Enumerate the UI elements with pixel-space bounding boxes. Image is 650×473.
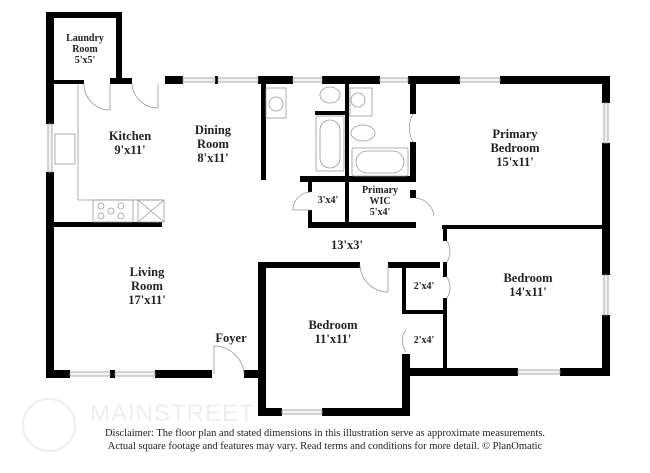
- room-name: Primary: [492, 127, 538, 141]
- room-dim: 13'x3': [331, 238, 363, 252]
- disclaimer-line: Disclaimer: The floor plan and stated di…: [104, 428, 546, 439]
- room-dim: 2'x4': [413, 335, 435, 346]
- room-name: Foyer: [215, 331, 247, 345]
- room-name: Room: [131, 279, 163, 293]
- room-dim: 9'x11': [114, 143, 146, 157]
- room-dim: 5'x4': [369, 207, 391, 218]
- room-name: Living: [129, 265, 165, 279]
- watermark-logo-icon: [22, 398, 76, 452]
- doors-and-fixtures: [54, 83, 451, 375]
- room-name: Laundry: [66, 33, 104, 44]
- room-name: Dining: [194, 123, 232, 137]
- room-dim: 2'x4': [413, 281, 435, 292]
- windows: [47, 77, 609, 415]
- room-foyer: Foyer: [215, 331, 246, 345]
- room-closet-hall: 3'x4': [318, 195, 339, 206]
- room-name: Bedroom: [503, 271, 553, 285]
- room-dim: 15'x11': [496, 155, 534, 169]
- disclaimer-line: Actual square footage and features may v…: [107, 441, 543, 452]
- room-closet-2: 2'x4': [414, 281, 435, 292]
- room-name: Primary: [361, 185, 399, 196]
- disclaimer: Disclaimer: The floor plan and stated di…: [0, 427, 650, 453]
- room-name: Kitchen: [108, 129, 152, 143]
- room-closet-3: 2'x4': [414, 335, 435, 346]
- room-name: Bedroom: [490, 141, 540, 155]
- room-dim: 14'x11': [509, 285, 547, 299]
- walls: [46, 12, 610, 416]
- room-dim: 17'x11': [128, 293, 166, 307]
- room-dim: 11'x11': [314, 332, 352, 346]
- room-dim: 5'x5': [74, 55, 96, 66]
- room-hall: 13'x3': [331, 238, 363, 252]
- room-dim: 8'x11': [197, 151, 229, 165]
- room-dim: 3'x4': [317, 195, 339, 206]
- watermark: MAINSTREET: [90, 400, 255, 427]
- room-name: WIC: [369, 196, 391, 207]
- room-name: Room: [72, 44, 98, 55]
- room-name: Bedroom: [308, 318, 358, 332]
- room-name: Room: [197, 137, 229, 151]
